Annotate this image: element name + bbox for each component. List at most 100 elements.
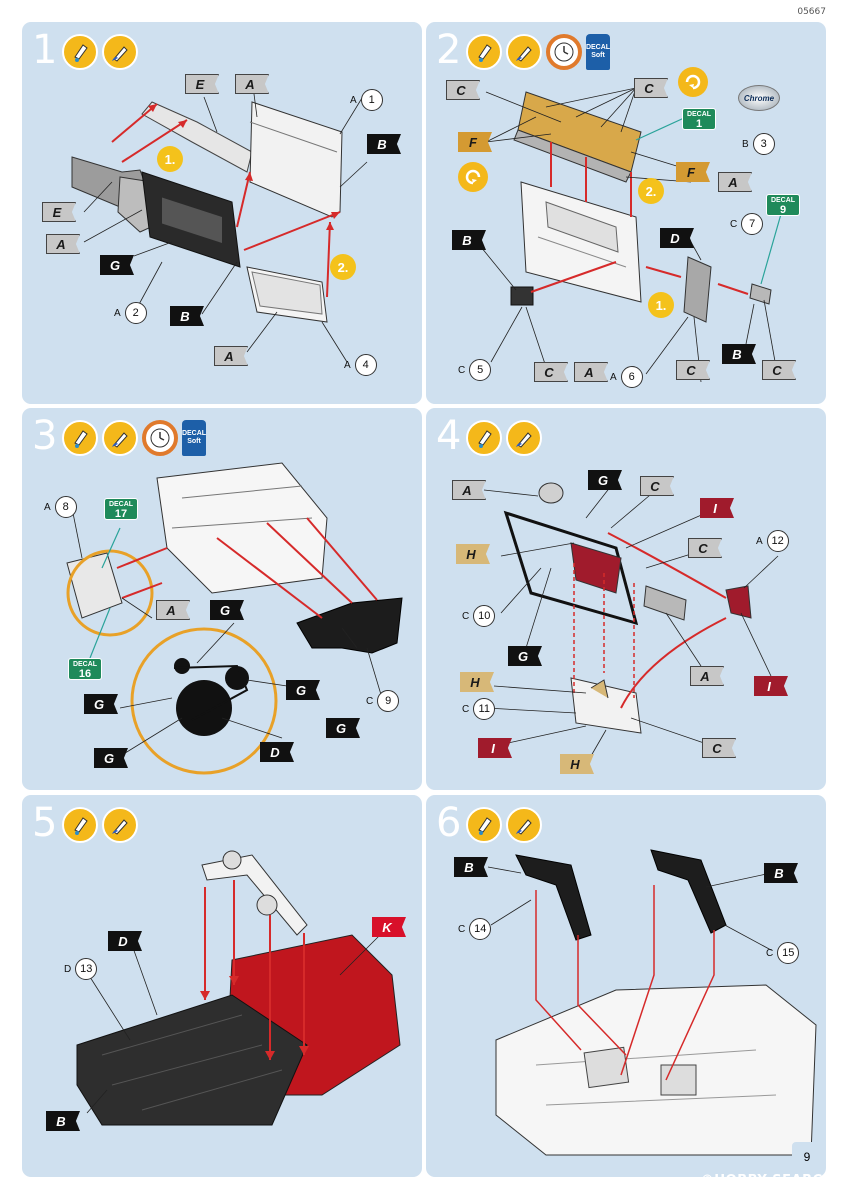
glue-icon <box>62 420 98 456</box>
rotate-icon <box>458 162 488 192</box>
part-tag: C <box>688 538 722 558</box>
part-tag: A <box>156 600 190 620</box>
part-tag: G <box>94 748 128 768</box>
part-tag: C <box>446 80 480 100</box>
part-tag: A <box>574 362 608 382</box>
paint-icon <box>102 807 138 843</box>
part-tag: G <box>508 646 542 666</box>
paint-icon <box>102 420 138 456</box>
step-number: 4 <box>436 413 462 459</box>
part-tag: A <box>718 172 752 192</box>
step-icons <box>62 34 138 70</box>
step-1-illustration <box>71 93 368 363</box>
part-tag: G <box>100 255 134 275</box>
part-tag: B <box>46 1111 80 1131</box>
clock-icon <box>142 420 178 456</box>
part-tag: A <box>452 480 486 500</box>
step-icons <box>466 807 542 843</box>
kit-code: 05667 <box>797 7 826 17</box>
part-tag: C <box>640 476 674 496</box>
step-3-illustration <box>66 462 403 775</box>
paint-icon <box>506 420 542 456</box>
part-tag: D <box>108 931 142 951</box>
step-number: 1 <box>32 27 58 73</box>
step-5-illustration <box>76 850 401 1126</box>
part-tag: G <box>286 680 320 700</box>
step-number: 5 <box>32 800 58 846</box>
part-tag: A <box>690 666 724 686</box>
step-2-illustration <box>480 87 782 383</box>
part-tag: C <box>676 360 710 380</box>
step-number: 3 <box>32 413 58 459</box>
step-icons <box>466 420 542 456</box>
part-tag: I <box>700 498 734 518</box>
part-tag: H <box>460 672 494 692</box>
glue-icon <box>466 34 502 70</box>
part-tag: A <box>46 234 80 254</box>
part-tag: B <box>452 230 486 250</box>
step-6-illustration <box>487 849 817 1156</box>
part-tag: K <box>372 917 406 937</box>
order-mark: 2. <box>330 254 356 280</box>
part-tag: B <box>367 134 401 154</box>
step-number: 2 <box>436 27 462 73</box>
step-icons <box>62 807 138 843</box>
paint-icon <box>506 34 542 70</box>
part-tag: C <box>702 738 736 758</box>
part-tag: F <box>458 132 492 152</box>
part-tag: F <box>676 162 710 182</box>
part-tag: C <box>762 360 796 380</box>
part-tag: B <box>764 863 798 883</box>
glue-icon <box>62 807 98 843</box>
clock-icon <box>546 34 582 70</box>
part-tag: D <box>660 228 694 248</box>
order-mark: 2. <box>638 178 664 204</box>
part-tag: E <box>185 74 219 94</box>
paint-icon <box>506 807 542 843</box>
part-tag: G <box>84 694 118 714</box>
part-tag: E <box>42 202 76 222</box>
chrome-badge: Chrome <box>738 85 780 111</box>
glue-icon <box>466 420 502 456</box>
part-tag: B <box>170 306 204 326</box>
part-tag: G <box>326 718 360 738</box>
part-tag: G <box>210 600 244 620</box>
watermark: ©HOBBY SEARCH <box>700 1173 834 1188</box>
part-tag: G <box>588 470 622 490</box>
part-tag: D <box>260 742 294 762</box>
step-number: 6 <box>436 800 462 846</box>
rotate-icon <box>678 67 708 97</box>
part-tag: A <box>214 346 248 366</box>
part-tag: C <box>534 362 568 382</box>
glue-icon <box>466 807 502 843</box>
part-tag: C <box>634 78 668 98</box>
part-tag: H <box>560 754 594 774</box>
order-mark: 1. <box>157 146 183 172</box>
